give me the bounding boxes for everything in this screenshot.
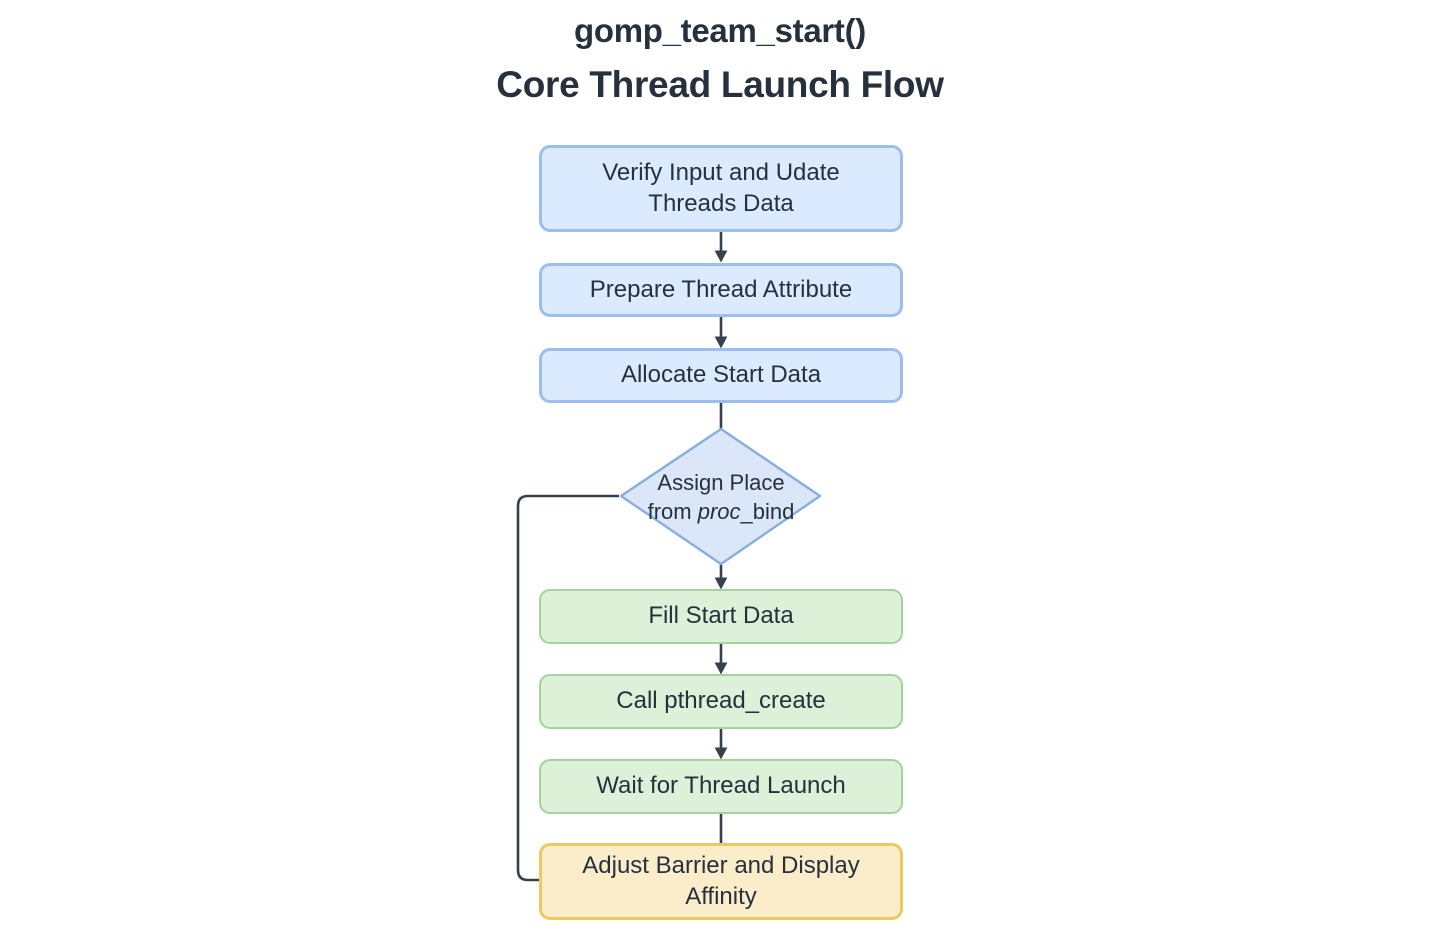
diagram-title-line2: Core Thread Launch Flow [496, 64, 944, 105]
node-label: Wait for Thread Launch [596, 772, 846, 800]
node-assign-place-diamond [619, 427, 822, 566]
assign-line2-suffix: _bind [740, 499, 795, 524]
node-call-pthread-create: Call pthread_create [539, 674, 903, 729]
assign-line2-italic: proc [697, 499, 741, 524]
diagram-title-line1: gomp_team_start() [574, 12, 866, 49]
arrowhead-icon [714, 577, 728, 590]
arrowhead-icon [714, 250, 728, 263]
node-label: Call pthread_create [616, 687, 826, 715]
arrowhead-icon [714, 336, 728, 349]
arrowhead-icon [714, 662, 728, 675]
node-adjust-barrier-affinity: Adjust Barrier and Display Affinity [539, 843, 903, 920]
assign-place-line1: Assign Place [657, 469, 785, 495]
node-label: Prepare Thread Attribute [589, 275, 853, 303]
node-verify-input: Verify Input and Udate Threads Data [539, 145, 903, 232]
connector-loop-adjust-assign [516, 494, 619, 882]
assign-line2-prefix: from [647, 499, 698, 524]
arrowhead-icon [714, 747, 728, 760]
node-label: Fill Start Data [648, 602, 794, 630]
node-label: Verify Input and Udate Threads Data [602, 158, 840, 217]
node-label: Adjust Barrier and Display Affinity [582, 851, 860, 910]
node-assign-place-label: Assign Place from proc_bind [611, 469, 831, 525]
node-label: Allocate Start Data [620, 361, 822, 389]
node-fill-start-data: Fill Start Data [539, 589, 903, 644]
assign-place-line2: from proc_bind [648, 497, 795, 526]
node-prepare-thread-attribute: Prepare Thread Attribute [539, 263, 903, 317]
node-wait-thread-launch: Wait for Thread Launch [539, 759, 903, 814]
node-allocate-start-data: Allocate Start Data [539, 348, 903, 403]
